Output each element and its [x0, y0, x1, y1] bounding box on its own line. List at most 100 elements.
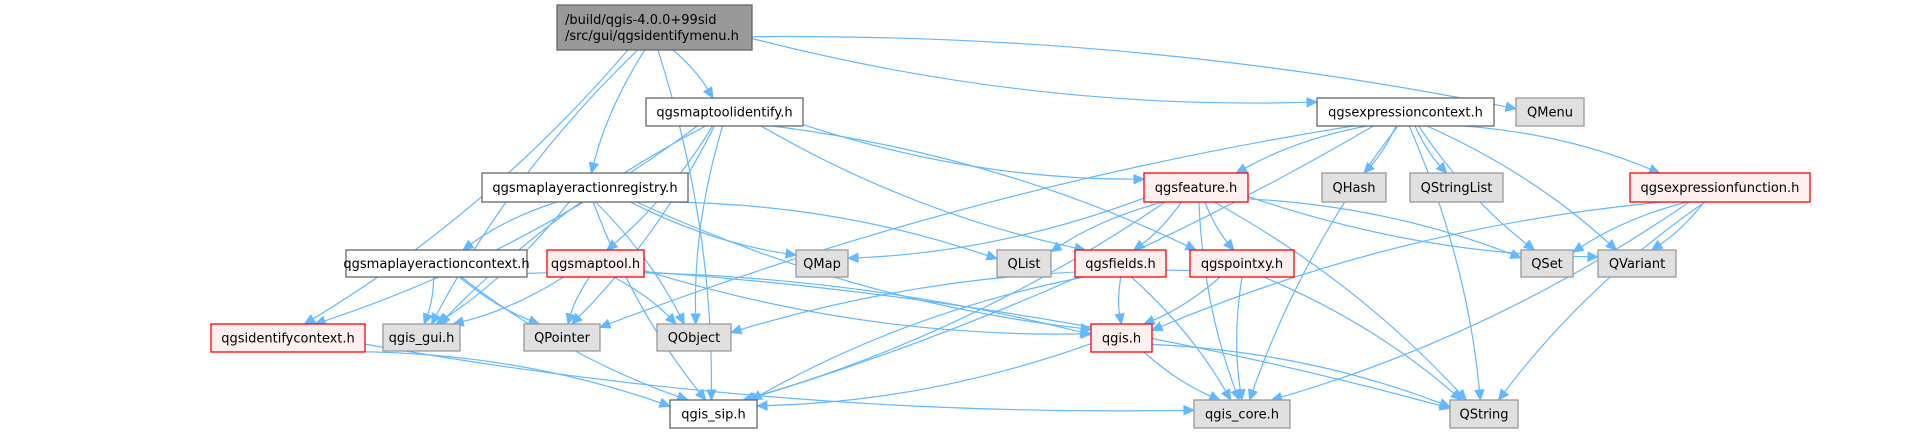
node-fields[interactable]: qgsfields.h: [1074, 249, 1167, 278]
edge-line: [459, 276, 531, 321]
edge-line: [759, 276, 1085, 396]
node-qgiscore[interactable]: qgis_core.h: [1193, 399, 1291, 429]
edge-pointxy-to-qstring: [1263, 276, 1463, 401]
edge-exprcontext-to-qvariant: [1426, 125, 1618, 251]
edge-line: [364, 343, 1185, 412]
arrowhead-icon: [1650, 239, 1664, 251]
arrowhead-icon: [1184, 240, 1197, 251]
node-box: [795, 249, 849, 278]
node-box: [645, 97, 804, 127]
node-box: [210, 323, 366, 353]
node-qpointer[interactable]: QPointer: [523, 323, 601, 352]
arrowhead-icon: [435, 313, 448, 325]
node-box: [1090, 323, 1153, 353]
edge-maptool-to-qpointer: [565, 276, 590, 326]
node-feature[interactable]: qgsfeature.h: [1143, 172, 1249, 203]
node-qstring[interactable]: QString: [1449, 399, 1519, 429]
node-maptool[interactable]: qgsmaptool.h: [546, 249, 645, 278]
edge-line: [1059, 201, 1164, 247]
arrowhead-icon: [690, 313, 701, 326]
node-exprfunction[interactable]: qgsexpressionfunction.h: [1629, 172, 1811, 203]
node-box: [1409, 172, 1504, 203]
node-label: QVariant: [1609, 257, 1665, 272]
node-label: QStringList: [1421, 181, 1493, 196]
arrowhead-icon: [565, 312, 576, 326]
arrowhead-icon: [1133, 173, 1146, 185]
node-registry[interactable]: qgsmaplayeractionregistry.h: [481, 172, 689, 203]
edge-line: [364, 351, 661, 404]
edge-actioncontext-to-qgisgui: [422, 276, 435, 326]
node-label: qgsexpressionfunction.h: [1641, 181, 1800, 196]
node-label: qgsfeature.h: [1155, 181, 1238, 196]
node-label: /build/qgis-4.0.0+99sid: [565, 13, 716, 28]
edge-line: [1247, 198, 1512, 255]
edge-identifycontext-to-qgissip: [364, 351, 672, 408]
node-qobject[interactable]: QObject: [656, 323, 732, 352]
node-box: [1193, 399, 1291, 429]
node-actioncontext[interactable]: qgsmaplayeractioncontext.h: [343, 249, 530, 278]
edge-maptool-to-qgisgui: [452, 276, 565, 327]
edge-exprfunction-to-qstring: [1497, 201, 1706, 401]
node-exprcontext[interactable]: qgsexpressioncontext.h: [1316, 97, 1495, 127]
arrowhead-icon: [1235, 388, 1246, 402]
arrowhead-icon: [1504, 101, 1518, 112]
node-box: [481, 172, 689, 203]
edge-line: [470, 201, 557, 245]
node-maptoolidentify[interactable]: qgsmaptoolidentify.h: [645, 97, 804, 127]
edges-layer: [303, 35, 1706, 416]
node-label: QPointer: [534, 331, 591, 346]
edge-maptoolidentify-to-identifycontext: [313, 125, 698, 326]
edge-qgis-to-qstring: [1151, 343, 1452, 409]
edge-maptool-to-qgis: [643, 269, 1093, 340]
edge-exprcontext-to-qgiscore: [1248, 125, 1399, 402]
arrowhead-icon: [1306, 97, 1319, 108]
arrowhead-icon: [985, 250, 999, 261]
arrowhead-icon: [1222, 238, 1235, 251]
arrowhead-icon: [1049, 241, 1063, 253]
node-qset[interactable]: QSet: [1520, 249, 1574, 278]
edge-exprfunction-to-qgiscore: [1270, 201, 1690, 403]
node-identifycontext[interactable]: qgsidentifycontext.h: [210, 323, 366, 353]
edge-line: [1426, 125, 1610, 244]
node-qgis[interactable]: qgis.h: [1090, 323, 1153, 353]
node-pointxy[interactable]: qgspointxy.h: [1189, 249, 1295, 278]
edge-line: [752, 201, 1166, 398]
arrowhead-icon: [1509, 249, 1523, 259]
edge-exprcontext-to-qpointer: [598, 125, 1354, 329]
edge-exprfunction-to-qvariant: [1650, 201, 1705, 251]
arrowhead-icon: [1497, 388, 1510, 401]
node-qmenu[interactable]: QMenu: [1515, 97, 1585, 127]
edge-line: [643, 271, 1441, 407]
arrowhead-icon: [1522, 239, 1536, 251]
arrowhead-icon: [1435, 161, 1448, 174]
node-label: qgsmaplayeractioncontext.h: [343, 257, 529, 272]
edge-line: [751, 37, 1308, 104]
node-box: [1189, 249, 1295, 278]
edge-line: [1160, 201, 1663, 328]
node-qgisgui[interactable]: qgis_gui.h: [382, 323, 461, 352]
arrowhead-icon: [570, 312, 583, 325]
edge-line: [1204, 201, 1228, 243]
arrowhead-icon: [1438, 398, 1452, 409]
node-box: [1074, 249, 1167, 278]
edge-maptoolidentify-to-fields: [760, 125, 1087, 254]
edge-maptoolidentify-to-qgisgui: [438, 125, 706, 325]
arrowhead-icon: [303, 314, 317, 325]
edge-fields-to-qgiscore: [1130, 276, 1232, 402]
node-qgissip[interactable]: qgis_sip.h: [669, 399, 758, 429]
node-qhash[interactable]: QHash: [1321, 172, 1387, 203]
node-qmap[interactable]: QMap: [795, 249, 849, 278]
arrowhead-icon: [846, 252, 859, 264]
edge-line: [1504, 201, 1706, 393]
node-label: QHash: [1333, 181, 1376, 196]
arrowhead-icon: [1248, 388, 1258, 402]
arrowhead-icon: [431, 312, 442, 326]
arrowhead-icon: [588, 161, 599, 175]
arrowhead-icon: [1571, 241, 1585, 253]
node-qlist[interactable]: QList: [996, 249, 1052, 278]
node-qvariant[interactable]: QVariant: [1597, 249, 1677, 278]
node-qstringlist[interactable]: QStringList: [1409, 172, 1504, 203]
arrowhead-icon: [1474, 389, 1485, 402]
node-box: [523, 323, 601, 352]
